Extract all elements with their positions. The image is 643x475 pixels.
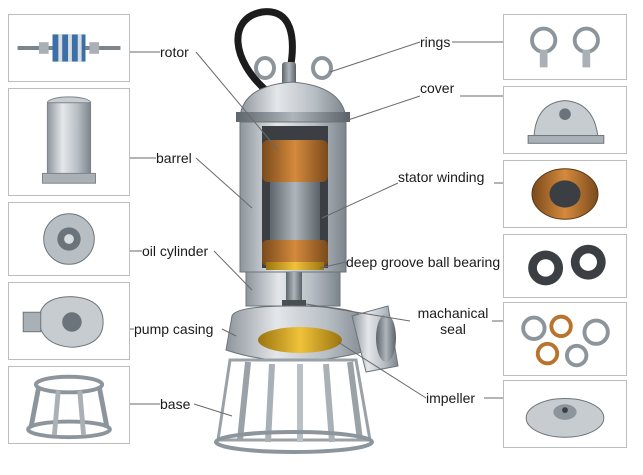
label-impeller: impeller bbox=[426, 390, 476, 406]
label-pump-casing: pump casing bbox=[134, 321, 214, 337]
label-bearing: deep groove ball bearing bbox=[346, 254, 501, 270]
label-barrel: barrel bbox=[156, 150, 192, 166]
label-rotor: rotor bbox=[160, 44, 189, 60]
base-thumbnail bbox=[8, 366, 130, 444]
rings-thumbnail bbox=[503, 14, 627, 80]
label-base: base bbox=[160, 396, 191, 412]
barrel-thumbnail bbox=[8, 88, 130, 196]
bearing-ring bbox=[266, 262, 324, 270]
stator-winding-bottom bbox=[262, 240, 328, 266]
lifting-ring-left bbox=[254, 56, 276, 80]
stator-winding-top bbox=[262, 140, 328, 182]
impeller-shape bbox=[258, 327, 342, 353]
cover-thumbnail bbox=[503, 86, 627, 154]
label-oil-cylinder: oil cylinder bbox=[142, 243, 209, 259]
label-stator-winding: stator winding bbox=[398, 169, 485, 185]
cover-shape bbox=[239, 81, 347, 119]
oil-cylinder-thumbnail bbox=[8, 202, 130, 276]
rotor-core bbox=[270, 182, 320, 240]
mechanical-seal-thumbnail bbox=[503, 302, 627, 376]
impeller-thumbnail bbox=[503, 380, 627, 448]
leader-lines-left bbox=[130, 51, 279, 417]
label-mechanical-seal: machanical seal bbox=[417, 305, 489, 337]
rotor-thumbnail bbox=[8, 14, 130, 82]
lifting-ring-right bbox=[311, 56, 333, 80]
pump-casing-thumbnail bbox=[8, 282, 130, 360]
label-cover: cover bbox=[420, 80, 455, 96]
leader-lines-right bbox=[305, 41, 518, 399]
label-rings: rings bbox=[420, 34, 451, 50]
power-cable bbox=[234, 8, 296, 95]
stator-winding-thumbnail bbox=[503, 160, 627, 228]
bearing-thumbnail bbox=[503, 234, 627, 298]
